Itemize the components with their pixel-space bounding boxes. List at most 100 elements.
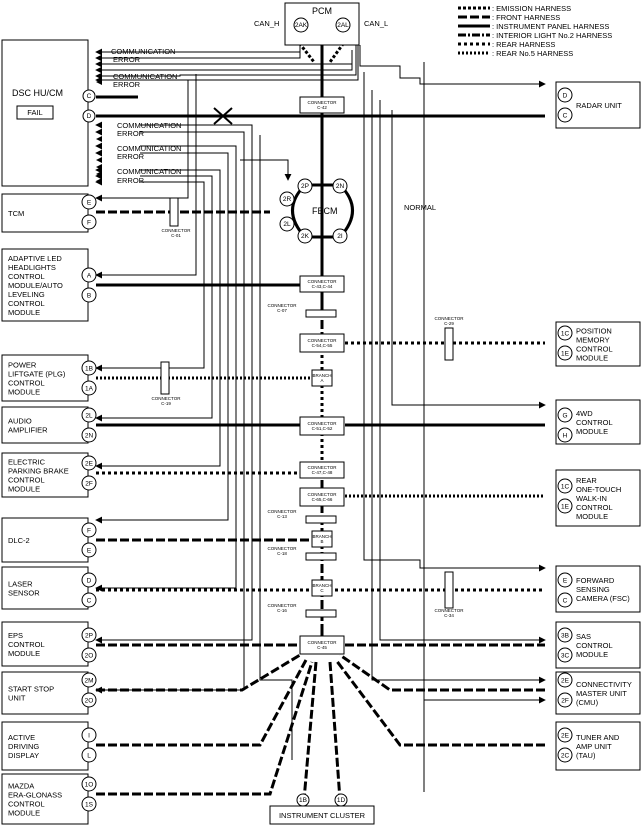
connector-c42-shape xyxy=(299,96,345,114)
connector-c18-shape xyxy=(305,552,337,561)
legend-label-rear: : REAR HARNESS xyxy=(492,40,555,49)
pcm-pin-2ak: 2AK xyxy=(295,22,308,29)
fbcm-label: FBCM xyxy=(312,206,338,216)
connector-c4344-shape xyxy=(299,275,345,293)
can-l-label: CAN_L xyxy=(364,19,388,28)
connector-c19-shape xyxy=(160,361,170,395)
instrument-cluster-label: INSTRUMENT CLUSTER xyxy=(279,811,366,820)
legend-label-instrument-panel: : INSTRUMENT PANEL HARNESS xyxy=(492,22,609,31)
right-module-3-pin-0: 1C xyxy=(561,484,570,491)
pcm-module: PCM CAN_H CAN_L 2AK 2AL xyxy=(254,2,388,46)
left-module-7-pin-0: 2P xyxy=(85,633,93,640)
normal-label: NORMAL xyxy=(404,203,436,212)
left-module-6-pin-1: C xyxy=(87,598,92,605)
left-module-1-pin-0: A xyxy=(87,273,92,280)
right-module-1-pin-0: 1C xyxy=(561,331,570,338)
pcm-pin-2al: 2AL xyxy=(337,22,349,29)
connector-c5455-shape xyxy=(299,333,345,353)
left-module-3-pin-0: 2L xyxy=(85,413,93,420)
fbcm-pin-2r: 2R xyxy=(283,196,292,203)
right-module-0-name: RADAR UNIT xyxy=(576,101,622,110)
dsc-fail-label: FAIL xyxy=(27,108,42,117)
legend-label-interior-light: : INTERIOR LIGHT No.2 HARNESS xyxy=(492,31,612,40)
left-module-2-pin-1: 1A xyxy=(85,386,94,393)
left-module-2-pin-0: 1B xyxy=(85,366,93,373)
right-module-7-pin-1: 2C xyxy=(561,753,570,760)
connector-c07-shape xyxy=(305,309,337,318)
connector-c34-shape xyxy=(444,571,454,609)
connector-c4748-shape xyxy=(299,461,345,479)
left-module-8-pin-0: 2M xyxy=(84,678,93,685)
legend: : EMISSION HARNESS : FRONT HARNESS : INS… xyxy=(458,4,612,58)
left-module-7-pin-1: 2O xyxy=(85,653,94,660)
right-module-5-pin-0: 3B xyxy=(561,633,569,640)
comm-label-4: COMMUNICATION xyxy=(117,144,181,153)
dsc-pin-d: D xyxy=(87,113,92,120)
left-module-3-pin-1: 2N xyxy=(85,433,94,440)
right-module-3-pin-1: 1E xyxy=(561,504,570,511)
right-module-0-pin-0: D xyxy=(563,93,568,100)
fbcm-pin-2l: 2L xyxy=(283,221,291,228)
left-module-4-pin-0: 2E xyxy=(85,461,94,468)
dsc-module: DSC HU/CM FAIL C D xyxy=(1,39,96,187)
left-module-0-name: TCM xyxy=(8,209,24,218)
fail-cross-icon xyxy=(213,107,233,125)
right-module-6-pin-1: 2F xyxy=(561,698,569,705)
fbcm-pin-2p: 2P xyxy=(301,183,309,190)
right-module-0-pin-1: C xyxy=(563,113,568,120)
connector-c13-shape xyxy=(305,515,337,524)
right-module-4-pin-1: C xyxy=(563,598,568,605)
dsc-pin-c: C xyxy=(87,93,92,100)
error-label-2: ERROR xyxy=(113,80,141,89)
left-module-5-pin-0: F xyxy=(87,528,91,535)
right-module-0: RADAR UNIT D C xyxy=(555,81,641,129)
comm-label-3: COMMUNICATION xyxy=(117,121,181,130)
left-module-6-pin-0: D xyxy=(87,578,92,585)
left-module-9-pin-0: I xyxy=(88,733,90,740)
connector-c16-shape xyxy=(305,609,337,618)
connector-c01-shape xyxy=(169,197,179,227)
left-module-8-pin-1: 2O xyxy=(85,698,94,705)
left-module-9-pin-1: L xyxy=(87,753,91,760)
fbcm-pin-2n: 2N xyxy=(336,183,345,190)
connector-c5152-shape xyxy=(299,416,345,436)
left-module-4-pin-1: 2F xyxy=(85,481,93,488)
left-module-10-pin-1: 1S xyxy=(85,802,94,809)
